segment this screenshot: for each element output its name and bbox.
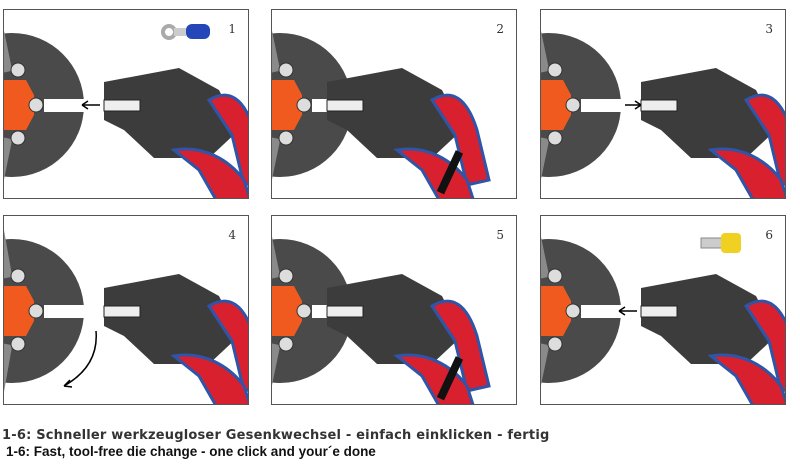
die-bars (4, 19, 13, 191)
arrow-icon (625, 100, 642, 110)
die-bars (541, 225, 550, 397)
orange-holder (4, 286, 34, 336)
step-panel-1: 1 (3, 9, 249, 199)
rotate-arrow-icon (63, 330, 97, 388)
step-panel-4: 4 (3, 215, 249, 405)
crimp-tool-head (640, 274, 776, 364)
locking-balls (278, 62, 312, 146)
step-number: 4 (228, 228, 236, 242)
handle-upper (429, 93, 491, 187)
locking-balls (10, 268, 44, 352)
crimp-illustration (4, 19, 248, 198)
crimp-illustration (272, 225, 491, 404)
caption-german: 1-6: Schneller werkzeugloser Gesenkwechs… (2, 428, 550, 443)
orange-holder (272, 286, 302, 336)
handle-upper (743, 93, 785, 187)
handle-lower (707, 353, 785, 404)
handle-lower (170, 147, 248, 198)
handle-upper (429, 299, 491, 393)
crimp-illustration (4, 225, 248, 404)
locking-balls (547, 268, 581, 352)
step-panel-5: 5 (271, 215, 517, 405)
orange-holder (541, 286, 571, 336)
crimp-tool-head (326, 68, 462, 158)
step-number: 2 (496, 22, 504, 36)
step-panel-3: 3 (540, 9, 786, 199)
orange-holder (272, 80, 302, 130)
orange-holder (541, 80, 571, 130)
ring-terminal-icon (161, 24, 210, 40)
crimp-illustration (541, 225, 785, 404)
spring-bar (436, 356, 464, 401)
arrow-icon (618, 306, 637, 316)
step-panel-6: 6 (540, 215, 786, 405)
crimp-illustration (541, 19, 785, 198)
orange-holder (4, 80, 34, 130)
crimp-tool-head (103, 274, 239, 364)
step-number: 6 (765, 228, 773, 242)
handle-upper (743, 299, 785, 393)
die-bars (272, 19, 281, 191)
step-number: 3 (765, 22, 773, 36)
ferrule-icon (700, 233, 741, 253)
handle-upper (206, 93, 248, 187)
die-bars (272, 225, 281, 397)
die-bars (4, 225, 13, 397)
locking-balls (278, 268, 312, 352)
locking-balls (547, 62, 581, 146)
step-number: 5 (496, 228, 504, 242)
crimp-tool-head (103, 68, 239, 158)
handle-lower (170, 353, 248, 404)
step-panel-2: 2 (271, 9, 517, 199)
caption-english: 1-6: Fast, tool-free die change - one cl… (6, 444, 376, 459)
crimp-illustration (272, 19, 491, 198)
handle-upper (206, 299, 248, 393)
handle-lower (707, 147, 785, 198)
spring-bar (436, 150, 464, 195)
die-bars (541, 19, 550, 191)
locking-balls (10, 62, 44, 146)
crimp-tool-head (326, 274, 462, 364)
step-number: 1 (228, 22, 236, 36)
arrow-icon (81, 100, 100, 110)
